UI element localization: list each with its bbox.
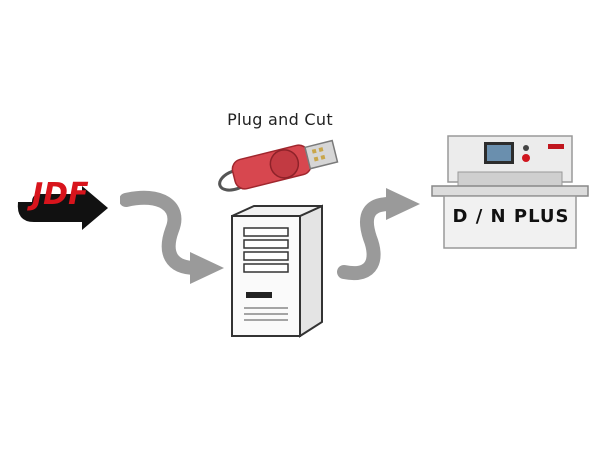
- jdf-logo: JDF: [10, 162, 110, 232]
- arrow-icon: [334, 186, 424, 286]
- arrow-icon: [119, 186, 230, 286]
- caption: Plug and Cut: [227, 110, 333, 129]
- machine-label: D / N PLUS: [452, 206, 570, 227]
- server-icon: [222, 204, 332, 340]
- jdf-logo-text: JDF: [27, 177, 89, 212]
- usb-stick-icon: [205, 132, 355, 202]
- cutting-machine-icon: [428, 132, 592, 254]
